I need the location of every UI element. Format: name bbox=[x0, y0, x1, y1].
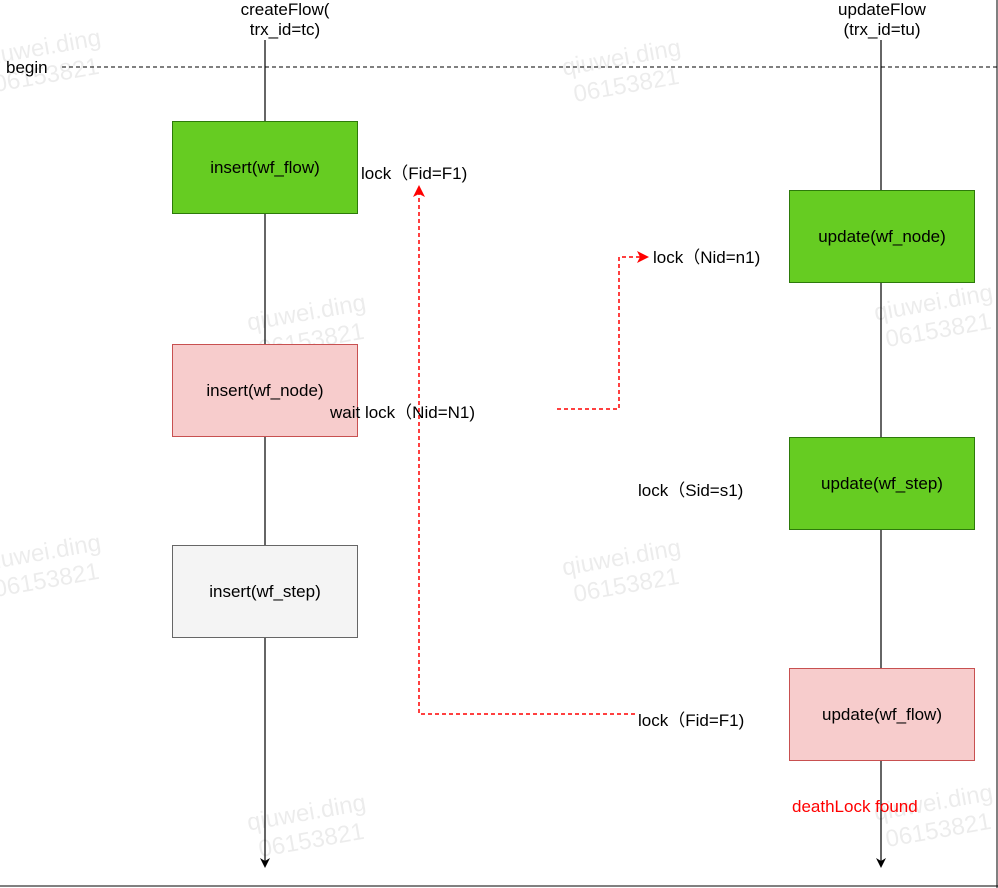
lock-fid-left-label: lock（Fid=F1) bbox=[361, 164, 468, 183]
update-step-box: update(wf_step) bbox=[789, 437, 975, 530]
insert-flow-box: insert(wf_flow) bbox=[172, 121, 358, 214]
update-flow-box: update(wf_flow) bbox=[789, 668, 975, 761]
insert-step-box: insert(wf_step) bbox=[172, 545, 358, 638]
left-lane-title-line1: createFlow( bbox=[240, 0, 330, 19]
insert-node-box: insert(wf_node) bbox=[172, 344, 358, 437]
wait-arrow-nid bbox=[557, 251, 649, 410]
lock-fid-right-label: lock（Fid=F1) bbox=[638, 711, 745, 730]
left-lane-title-line2: trx_id=tc) bbox=[249, 20, 321, 39]
right-lane-title-line1: updateFlow bbox=[838, 0, 926, 19]
begin-label: begin bbox=[6, 58, 48, 77]
right-lane-title-line2: (trx_id=tu) bbox=[843, 20, 921, 39]
wait-arrow-fid bbox=[413, 185, 635, 715]
left-lane-title: createFlow( trx_id=tc) bbox=[215, 0, 355, 40]
lock-nid-label: lock（Nid=n1) bbox=[653, 248, 761, 267]
right-lane-title: updateFlow (trx_id=tu) bbox=[812, 0, 952, 40]
lock-sid-label: lock（Sid=s1) bbox=[638, 481, 744, 500]
deadlock-label: deathLock found bbox=[792, 797, 918, 816]
update-node-box: update(wf_node) bbox=[789, 190, 975, 283]
wait-lock-nid-label: wait lock（Nid=N1) bbox=[330, 403, 476, 422]
